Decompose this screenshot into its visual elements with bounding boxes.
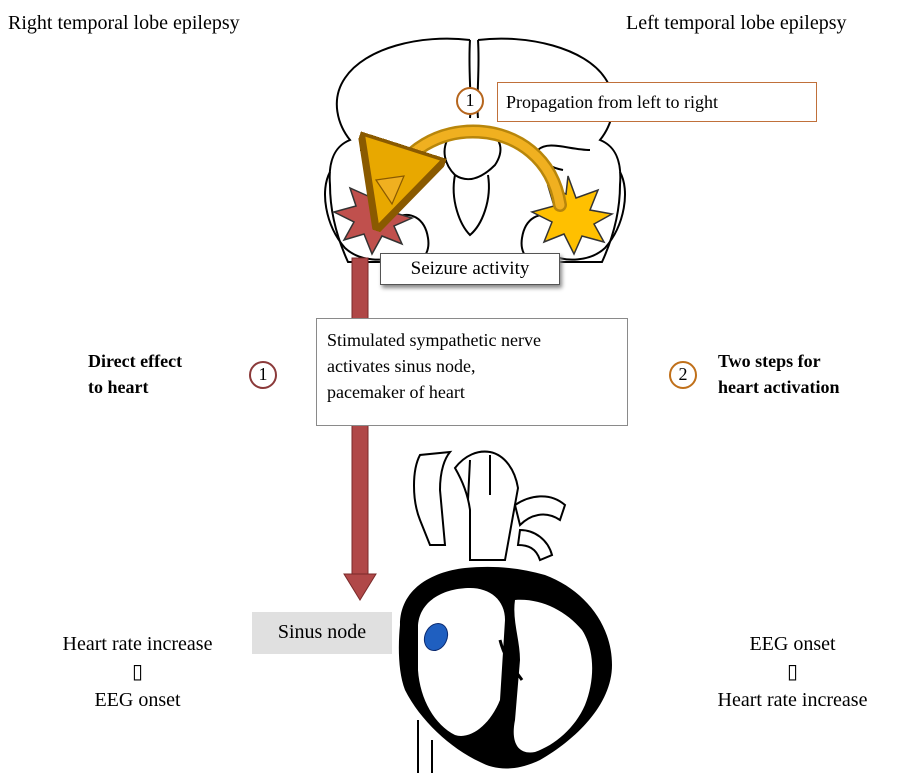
two-steps-line1: Two steps for — [718, 351, 821, 371]
two-steps-line2: heart activation — [718, 377, 840, 397]
direct-effect-line1: Direct effect — [88, 351, 183, 371]
right-sequence-arrow: ▯ — [131, 661, 143, 683]
sinus-node-marker — [423, 622, 449, 652]
left-sequence-step1: EEG onset — [749, 633, 836, 655]
sympathetic-nerve-line1: Stimulated sympathetic nerve — [327, 330, 541, 350]
left-temporal-heading: Left temporal lobe epilepsy — [626, 12, 847, 34]
direct-effect-number-circle — [249, 361, 277, 389]
propagation-number-circle — [456, 87, 484, 115]
right-sequence: Heart rate increase ▯ EEG onset — [30, 630, 245, 714]
sympathetic-nerve-line2: activates sinus node, — [327, 356, 476, 376]
two-steps-number-circle — [669, 361, 697, 389]
propagation-arrow — [383, 124, 567, 212]
sympathetic-nerve-box: Stimulated sympathetic nerve activates s… — [316, 318, 628, 426]
left-sequence-step2: Heart rate increase — [717, 689, 868, 711]
left-seizure-focus — [529, 175, 615, 256]
right-seizure-focus — [331, 177, 415, 256]
propagation-label: Propagation from left to right — [497, 82, 817, 122]
propagation-arrowhead — [374, 175, 405, 206]
direct-effect-number: 1 — [258, 364, 268, 384]
right-sequence-step2: EEG onset — [94, 689, 181, 711]
two-steps-number: 2 — [678, 364, 688, 384]
left-sequence-arrow: ▯ — [786, 661, 798, 683]
right-temporal-heading: Right temporal lobe epilepsy — [8, 12, 240, 34]
heart-drawing — [398, 450, 612, 773]
sympathetic-nerve-line3: pacemaker of heart — [327, 382, 465, 402]
sinus-node-label: Sinus node — [252, 612, 392, 654]
right-sequence-step1: Heart rate increase — [62, 633, 213, 655]
direct-effect-line2: to heart — [88, 377, 149, 397]
nerve-arrowhead — [343, 573, 377, 601]
seizure-activity-label: Seizure activity — [380, 253, 560, 285]
propagation-number: 1 — [465, 90, 475, 110]
left-sequence: EEG onset ▯ Heart rate increase — [685, 630, 900, 714]
direct-effect-label: Direct effect to heart — [88, 348, 182, 400]
two-steps-label: Two steps for heart activation — [718, 348, 839, 400]
